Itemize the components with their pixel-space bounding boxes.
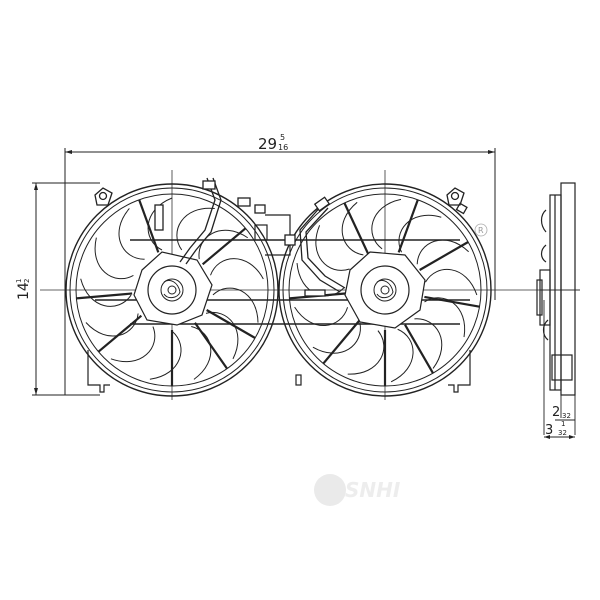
height-label: 14 1 2 xyxy=(15,279,32,300)
left-fan xyxy=(65,183,279,397)
support-struts xyxy=(76,199,256,386)
height-dimension: 14 1 2 xyxy=(15,182,100,396)
fan-blades xyxy=(80,197,264,380)
svg-text:3: 3 xyxy=(545,423,553,438)
mount-tab-left xyxy=(94,187,113,206)
depth-dimension-outer: 3 1 32 xyxy=(544,420,575,439)
side-view xyxy=(536,182,580,435)
support-struts xyxy=(289,199,480,386)
svg-text:5: 5 xyxy=(280,133,285,142)
right-fan xyxy=(278,183,492,397)
svg-text:32: 32 xyxy=(562,412,571,420)
svg-text:SNHI: SNHI xyxy=(345,478,401,502)
motor-housing xyxy=(133,251,213,326)
width-dimension: 29 5 16 xyxy=(64,133,496,395)
svg-text:2: 2 xyxy=(552,405,560,420)
svg-text:32: 32 xyxy=(558,429,567,437)
watermark-logo: SNHI xyxy=(314,474,401,506)
svg-text:14: 14 xyxy=(16,282,32,300)
svg-text:R: R xyxy=(478,226,484,235)
svg-text:2: 2 xyxy=(23,279,31,283)
depth-dimension-inner: 2 32 xyxy=(552,405,575,421)
wiring-harness-left xyxy=(154,177,266,265)
registered-mark: R xyxy=(474,223,488,237)
width-label: 29 xyxy=(258,135,277,153)
svg-text:1: 1 xyxy=(15,279,23,283)
motor-housing xyxy=(344,251,426,329)
wiring-harness-right xyxy=(284,196,346,297)
mount-tab-right xyxy=(446,187,468,215)
svg-text:1: 1 xyxy=(561,420,565,428)
svg-text:16: 16 xyxy=(278,143,288,152)
